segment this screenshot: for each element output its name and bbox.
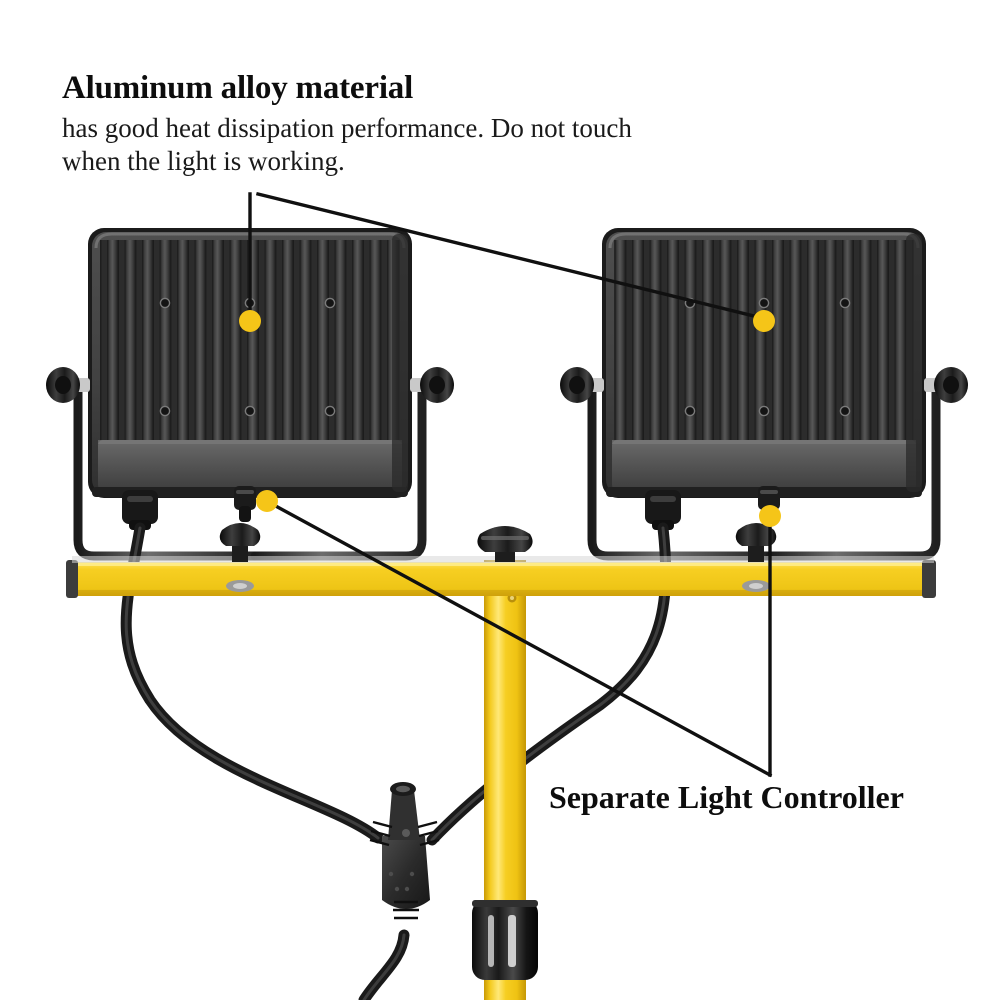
callout-aluminum-alloy: Aluminum alloy material has good heat di… [62, 68, 722, 178]
cable-splitter [369, 782, 440, 920]
left-light-cable-gland [122, 490, 158, 530]
marker-right-controller-dot [759, 505, 781, 527]
right-bracket-mount-knob[interactable] [735, 523, 777, 592]
right-light-pivot-knob-right[interactable] [924, 367, 968, 403]
left-light-pivot-knob-left[interactable] [46, 367, 90, 403]
callout-title-aluminum: Aluminum alloy material [62, 70, 414, 106]
tripod-pole [472, 560, 538, 1000]
left-flood-light-assembly[interactable] [46, 228, 454, 561]
left-bracket-mount-knob[interactable] [219, 523, 261, 592]
right-light-housing [602, 228, 926, 498]
callout-markers [239, 310, 781, 527]
marker-left-controller-dot [256, 490, 278, 512]
power-cables [120, 522, 672, 1000]
callout-body-aluminum: has good heat dissipation performance. D… [62, 113, 632, 176]
right-light-cable-gland [645, 490, 681, 530]
left-light-housing [88, 228, 412, 498]
left-light-pivot-knob-right[interactable] [410, 367, 454, 403]
pole-locking-collar[interactable] [472, 900, 538, 980]
marker-right-housing-dot [753, 310, 775, 332]
right-light-pivot-knob-left[interactable] [560, 367, 604, 403]
caption-separate-light-controller: Separate Light Controller [549, 779, 904, 815]
crossbar-end-cap-left [66, 560, 78, 598]
callout-leader-lines [248, 191, 773, 778]
leader-aluminum-right [255, 191, 765, 321]
leader-controller-left [269, 501, 773, 778]
yellow-crossbar [66, 556, 936, 598]
crossbar-end-cap-right [922, 560, 936, 598]
left-housing-screw-holes [159, 297, 336, 417]
center-pole-mount-knob[interactable] [477, 526, 533, 562]
marker-left-housing-dot [239, 310, 261, 332]
left-controller-knob[interactable] [234, 486, 256, 522]
